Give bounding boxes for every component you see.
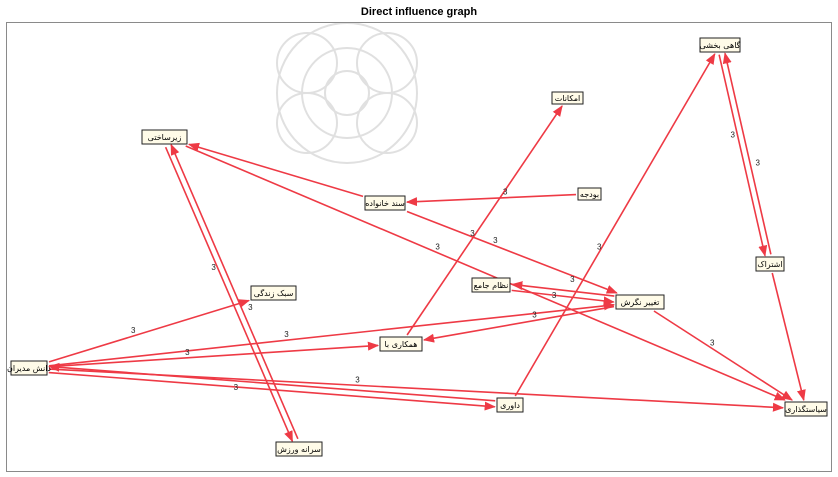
edge-weight-label: 3 [211, 263, 216, 272]
node-label: نظام جامع [474, 281, 509, 290]
edge-weight-label: 3 [731, 130, 736, 139]
edge-weight-label: 3 [131, 326, 136, 335]
node-n11[interactable]: دانش مدیران [7, 360, 51, 376]
node-n2[interactable]: امکانات [551, 91, 584, 105]
node-label: دانش مدیران [7, 364, 51, 373]
node-box [471, 277, 511, 293]
influence-graph: 3 3 3 3 3 3 3 3 3 3 3 3 3 3 3 3 3 3 گاهی بخشی امکانات زیرسا… [7, 23, 828, 457]
node-n13[interactable]: سیاستگذاری [784, 401, 828, 417]
edge-n12-n11 [48, 362, 496, 402]
edge-n6-n13 [771, 272, 806, 402]
edge-weight-label: 3 [597, 242, 602, 251]
edge-n11-n9 [48, 301, 616, 367]
node-n8[interactable]: نظام جامع [471, 277, 511, 293]
watermark-emblem [276, 23, 418, 164]
edge-n12-n1 [514, 53, 716, 397]
node-box [551, 91, 584, 105]
node-label: اشتراک [757, 260, 782, 269]
node-box [275, 441, 323, 457]
node-n1[interactable]: گاهی بخشی [699, 37, 741, 53]
edge-n9-n10 [422, 305, 615, 343]
edge-n11-n10 [48, 341, 380, 368]
node-label: سبک زندگی [254, 288, 294, 298]
edge-n4-n5 [405, 193, 577, 207]
edge-weight-label: 3 [570, 275, 575, 284]
edge-weight-label: 3 [755, 159, 760, 168]
edge-weight-label: 3 [248, 303, 253, 312]
edge-weight-label: 3 [284, 330, 289, 339]
node-n12[interactable]: داوری [496, 397, 524, 413]
edge-n11-n12 [48, 371, 496, 411]
edge-weight-label: 3 [503, 188, 508, 197]
node-box [379, 336, 423, 352]
node-label: همکاری با [384, 340, 417, 349]
edge-n5-n3 [187, 142, 364, 198]
node-label: داوری [500, 401, 520, 410]
node-label: تغییر نگرش [621, 297, 660, 307]
edge-weight-label: 3 [710, 338, 715, 347]
edge-weight-label: 3 [532, 311, 537, 320]
edge-weight-label: 3 [234, 383, 239, 392]
edge-n9-n13 [653, 310, 793, 401]
node-box [755, 256, 785, 272]
node-n4[interactable]: بودجه [577, 187, 602, 201]
node-label: امکانات [555, 94, 581, 103]
node-n3[interactable]: زیرساختی [141, 129, 188, 145]
edge-weight-label: 3 [493, 236, 498, 245]
node-box [364, 195, 406, 211]
edge-weight-label: 3 [355, 375, 360, 384]
node-box [10, 360, 48, 376]
node-n9[interactable]: تغییر نگرش [615, 294, 665, 310]
node-n5[interactable]: سند خانواده [364, 195, 406, 211]
edge-n6-n1 [722, 52, 772, 255]
node-box [699, 37, 741, 53]
edge-n3-n14 [164, 146, 294, 443]
node-box [250, 285, 297, 301]
node-box [577, 187, 602, 201]
node-label: سیاستگذاری [785, 404, 827, 414]
node-box [141, 129, 188, 145]
edge-n11-n7 [48, 299, 251, 363]
node-label: زیرساختی [148, 133, 182, 142]
node-n10[interactable]: همکاری با [379, 336, 423, 352]
edge-n10-n2 [406, 105, 563, 336]
edge-n3-n13 [185, 145, 786, 401]
edge-n9-n8 [511, 281, 615, 297]
node-label: سند خانواده [365, 199, 405, 208]
node-n7[interactable]: سبک زندگی [250, 285, 297, 301]
edge-weight-label: 3 [435, 243, 440, 252]
node-box [784, 401, 828, 417]
edge-weight-label: 3 [185, 348, 190, 357]
node-label: سرانه ورزش [277, 445, 321, 454]
node-label: بودجه [580, 190, 599, 199]
node-box [615, 294, 665, 310]
graph-frame: 3 3 3 3 3 3 3 3 3 3 3 3 3 3 3 3 3 3 گاهی بخشی امکانات زیرسا… [6, 22, 832, 472]
node-n6[interactable]: اشتراک [755, 256, 785, 272]
edge-weight-label: 3 [470, 229, 475, 238]
graph-title: Direct influence graph [360, 6, 478, 18]
edge-weight-label: 3 [552, 291, 557, 300]
node-box [496, 397, 524, 413]
edge-n1-n6 [718, 54, 768, 257]
node-label: گاهی بخشی [700, 40, 741, 50]
node-n14[interactable]: سرانه ورزش [275, 441, 323, 457]
edge-n5-n9 [406, 210, 618, 294]
edge-n8-n9 [511, 289, 615, 306]
